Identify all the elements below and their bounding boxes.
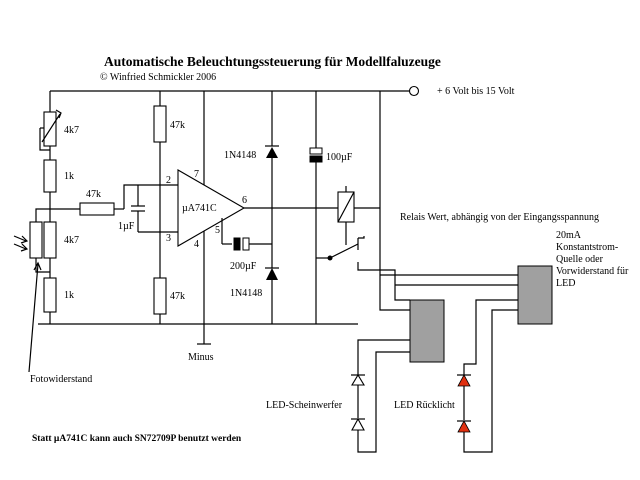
- label-c100: 100µF: [326, 152, 353, 163]
- label-r-in: 47k: [86, 189, 101, 200]
- label-const-2: Konstantstrom-: [556, 242, 618, 253]
- capacitor-100uf: [309, 91, 323, 324]
- reference-divider: [153, 91, 167, 324]
- ground-label: Minus: [188, 352, 214, 363]
- label-r2: 1k: [64, 290, 74, 301]
- label-relay: Relais Wert, abhängig von der Eingangssp…: [400, 212, 599, 223]
- front-leds: [351, 339, 410, 453]
- label-led-front: LED-Scheinwerfer: [266, 400, 343, 411]
- pin-7: 7: [194, 169, 199, 180]
- ground-rail: [38, 323, 358, 345]
- resistor-1k-top: [43, 159, 57, 193]
- relay-wiring: [357, 208, 518, 311]
- capacitor-1uf: [131, 185, 178, 233]
- photoresistor: [13, 208, 50, 373]
- pin-2: 2: [166, 175, 171, 186]
- label-const-3: Quelle oder: [556, 254, 604, 265]
- pin-4: 4: [194, 239, 199, 250]
- label-pot: 4k7: [64, 125, 79, 136]
- copyright: © Winfried Schmickler 2006: [100, 72, 216, 83]
- capacitor-200uf: [233, 237, 272, 251]
- supply-label: + 6 Volt bis 15 Volt: [437, 86, 515, 97]
- supply-rail: [50, 85, 420, 97]
- left-divider: [39, 91, 62, 324]
- resistor-4k7: [43, 221, 57, 259]
- label-c200: 200µF: [230, 261, 257, 272]
- label-d-top: 1N4148: [224, 150, 256, 161]
- diagram-title: Automatische Beleuchtungssteuerung für M…: [104, 54, 441, 69]
- opamp: [177, 91, 246, 324]
- label-r4k7: 4k7: [64, 235, 79, 246]
- label-const-5: LED: [556, 278, 575, 289]
- front-led-driver: [409, 299, 445, 363]
- input-resistor: [50, 184, 178, 216]
- constant-current-box: [517, 265, 553, 325]
- output-network: [244, 91, 338, 324]
- label-r1: 1k: [64, 171, 74, 182]
- label-const-4: Vorwiderstand für: [556, 266, 629, 277]
- label-led-rear: LED Rücklicht: [394, 400, 455, 411]
- resistor-1k-bottom: [43, 277, 57, 313]
- label-d-bot: 1N4148: [230, 288, 262, 299]
- relay: [316, 91, 381, 261]
- footnote: Statt µA741C kann auch SN72709P benutzt …: [32, 434, 242, 444]
- pin-6: 6: [242, 195, 247, 206]
- label-ldr: Fotowiderstand: [30, 374, 92, 385]
- pin-3: 3: [166, 233, 171, 244]
- label-r-bot: 47k: [170, 291, 185, 302]
- label-c1: 1µF: [118, 221, 135, 232]
- label-const-1: 20mA: [556, 230, 582, 241]
- label-r-top: 47k: [170, 120, 185, 131]
- label-opamp: µA741C: [182, 203, 217, 214]
- rear-leds: [457, 299, 518, 453]
- pin-5: 5: [215, 225, 220, 236]
